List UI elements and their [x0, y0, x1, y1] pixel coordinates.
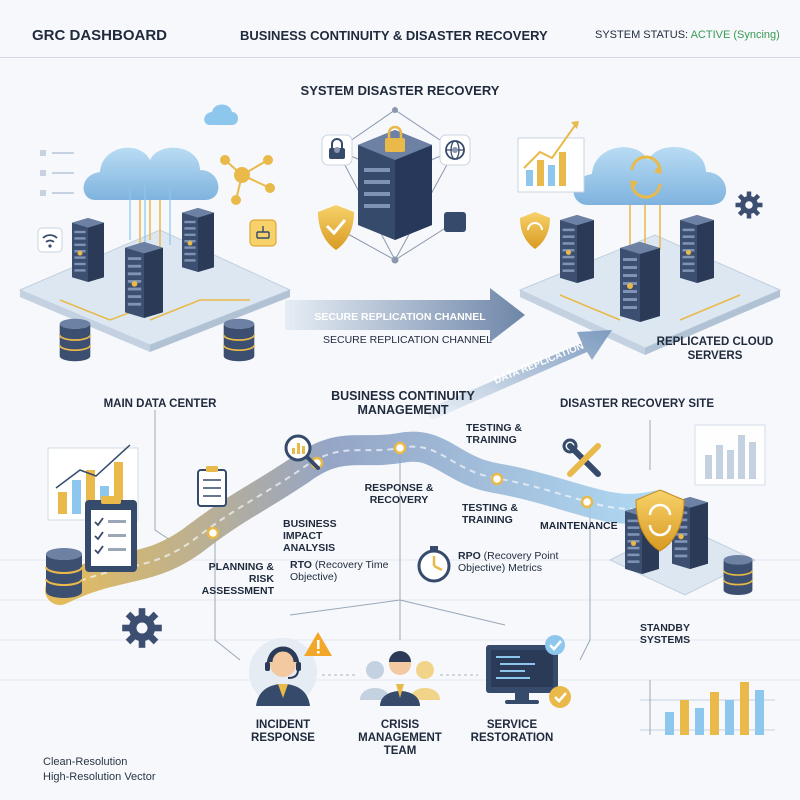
dr-site-label: DISASTER RECOVERY SITE [559, 398, 714, 410]
gear-icon [735, 191, 763, 219]
molecule-icon [220, 155, 275, 205]
bar-chart-icon [640, 680, 775, 735]
headset-agent-icon [249, 638, 317, 706]
cloud-icon [573, 146, 727, 205]
warning-icon [304, 632, 332, 656]
footer-line-1: Clean-Resolution [43, 756, 128, 768]
monitor-code-icon [486, 645, 558, 704]
main-data-center-group [18, 104, 292, 362]
cloud-icon [204, 104, 238, 125]
bar-chart-icon [694, 424, 766, 486]
stage-planning: PLANNING & RISK ASSESSMENT [201, 561, 274, 598]
bcm-label: BUSINESS CONTINUITY MANAGEMENT [331, 389, 475, 418]
standby-systems-group [608, 489, 757, 596]
stage-testing-lower: TESTING & TRAINING [462, 502, 519, 527]
status-value: ACTIVE (Syncing) [690, 29, 780, 41]
stopwatch-icon [417, 546, 451, 583]
channel-arrow-text: SECURE REPLICATION CHANNEL [314, 311, 486, 323]
magnifier-chart-icon [284, 434, 320, 470]
check-badge-icon [545, 635, 571, 708]
team-crisis-label: CRISIS MANAGEMENT TEAM [358, 719, 442, 758]
channel-label: SECURE REPLICATION CHANNEL [323, 334, 493, 346]
server-rack-icon [358, 130, 432, 240]
lock-icon [385, 125, 405, 152]
replicated-cloud-group [517, 121, 782, 355]
secure-replication-arrow: SECURE REPLICATION CHANNEL [285, 288, 525, 342]
replicated-cloud-label: REPLICATED CLOUD SERVERS [656, 336, 774, 362]
bar-chart-icon [517, 121, 585, 193]
stage-response: RESPONSE & RECOVERY [364, 482, 434, 507]
team-incident-label: INCIDENT RESPONSE [251, 719, 315, 745]
security-hub-group [318, 107, 471, 264]
footer-note: Clean-Resolution High-Resolution Vector [43, 755, 156, 786]
gear-icon [122, 608, 162, 648]
sync-icon [630, 155, 662, 199]
team-icon [360, 651, 440, 706]
bcm-path [45, 431, 675, 605]
section-title: SYSTEM DISASTER RECOVERY [300, 83, 500, 98]
shield-check-icon [520, 212, 550, 249]
network-icon [249, 219, 277, 247]
cloud-icon [83, 147, 219, 200]
main-data-center-label: MAIN DATA CENTER [103, 398, 217, 410]
dashboard-title: GRC DASHBOARD [32, 27, 167, 44]
shield-check-icon [635, 489, 685, 552]
stage-maintenance: MAINTENANCE [540, 520, 618, 532]
stage-rpo: RPO (Recovery Point Objective) Metrics [458, 550, 559, 575]
status-label: SYSTEM STATUS: [595, 29, 689, 41]
clipboard-checklist-icon [85, 496, 137, 572]
stage-rto: RTO (Recovery Time Objective) [290, 559, 390, 583]
system-status: SYSTEM STATUS: ACTIVE (Syncing) [595, 29, 780, 42]
shield-check-icon [318, 205, 354, 250]
dashboard-subtitle: BUSINESS CONTINUITY & DISASTER RECOVERY [240, 28, 548, 43]
database-icon [722, 555, 754, 595]
footer-line-2: High-Resolution Vector [43, 771, 156, 784]
tools-icon [562, 438, 601, 477]
stage-testing-upper: TESTING & TRAINING [466, 422, 523, 447]
team-service-label: SERVICE RESTORATION [470, 719, 554, 745]
wifi-icon [37, 227, 63, 253]
standby-label: STANDBY SYSTEMS [639, 622, 691, 647]
stage-bia: BUSINESS IMPACT ANALYSIS [283, 518, 337, 555]
clipboard-checklist-icon [197, 466, 227, 507]
stage-rto-text: RTO (Recovery Time Objective) [290, 559, 389, 584]
header-divider [0, 57, 800, 58]
data-replication-text: DATA REPLICATION [493, 341, 586, 387]
database-icon [44, 546, 84, 600]
